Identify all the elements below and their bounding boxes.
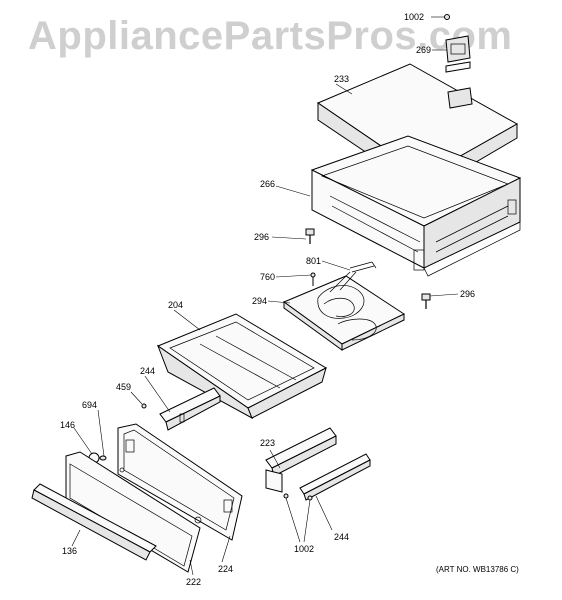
part-244-left-slide-rail[interactable] <box>159 387 221 431</box>
label-266: 266 <box>260 179 275 189</box>
label-233: 233 <box>334 74 349 84</box>
part-244-right-slide-rail[interactable] <box>299 453 371 501</box>
label-1002-top: 1002 <box>404 12 424 22</box>
label-146: 146 <box>60 420 75 430</box>
part-801-terminal[interactable] <box>349 261 377 273</box>
label-296-left: 296 <box>254 232 269 242</box>
label-136: 136 <box>62 546 77 556</box>
label-801: 801 <box>306 256 321 266</box>
label-223: 223 <box>260 438 275 448</box>
label-224: 224 <box>218 564 233 574</box>
part-204-drawer-pan[interactable] <box>156 313 328 420</box>
leader-lines <box>71 16 459 576</box>
part-266-drawer-body[interactable] <box>310 135 522 277</box>
label-296-right: 296 <box>460 289 475 299</box>
art-number: (ART NO. WB13786 C) <box>436 565 519 574</box>
part-296-left-screw[interactable] <box>305 228 315 244</box>
label-694: 694 <box>82 400 97 410</box>
part-294-heating-element[interactable] <box>282 271 406 351</box>
label-204: 204 <box>168 300 183 310</box>
label-222: 222 <box>186 577 201 587</box>
part-296-right-screw[interactable] <box>421 293 431 309</box>
part-224-inner-door-panel[interactable] <box>117 423 243 541</box>
label-760: 760 <box>260 272 275 282</box>
part-694-clip[interactable] <box>99 455 107 461</box>
part-labels: 1002 269 233 266 296 801 760 294 296 204… <box>60 12 475 587</box>
label-459: 459 <box>116 382 131 392</box>
label-244-left: 244 <box>140 366 155 376</box>
label-244-right: 244 <box>334 532 349 542</box>
part-269-bracket[interactable] <box>445 35 471 73</box>
watermark: AppliancePartsPros.com <box>28 14 513 58</box>
part-136-handle[interactable] <box>31 483 157 561</box>
label-294: 294 <box>252 296 267 306</box>
label-1002-bottom: 1002 <box>294 544 314 554</box>
part-1002-top-screw[interactable] <box>444 14 450 20</box>
label-269: 269 <box>416 45 431 55</box>
part-222-outer-door-panel[interactable] <box>65 451 202 573</box>
part-223-right-slide-rail[interactable] <box>265 427 337 493</box>
part-760-screw[interactable] <box>310 272 316 286</box>
part-459-screw[interactable] <box>141 403 147 409</box>
